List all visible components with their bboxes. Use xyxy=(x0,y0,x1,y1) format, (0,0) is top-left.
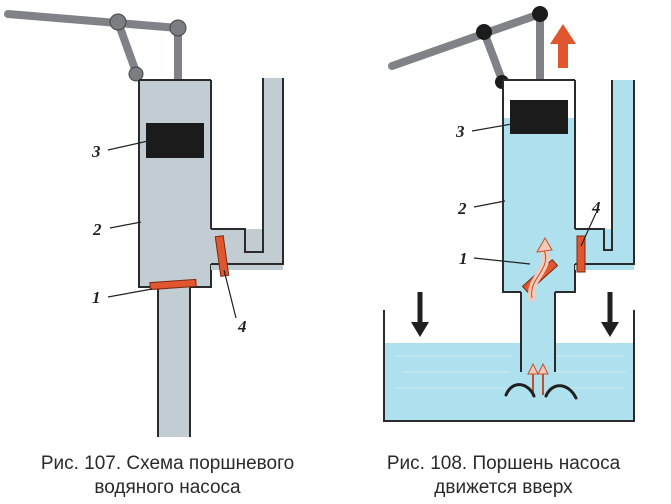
piston xyxy=(510,100,568,134)
label-1: 1 xyxy=(459,249,468,268)
lever-joint xyxy=(109,13,127,31)
piston xyxy=(146,123,204,158)
lever-joint xyxy=(128,66,144,82)
label-4: 4 xyxy=(591,198,601,217)
figure-108-piston-moving-up: 3 2 1 4 xyxy=(383,6,635,422)
inlet-pipe xyxy=(157,287,191,437)
pressure-arrow xyxy=(411,292,429,337)
water-tank xyxy=(383,310,635,422)
water-flow-arrow xyxy=(527,362,549,395)
label-2: 2 xyxy=(92,220,102,239)
pump-cylinder xyxy=(138,79,212,288)
label-4: 4 xyxy=(237,317,247,336)
figure-108-caption: Рис. 108. Поршень насоса движется вверх xyxy=(336,452,671,500)
outlet-valve xyxy=(576,235,586,273)
label-3: 3 xyxy=(455,122,465,141)
water-flow-arrow xyxy=(528,237,553,302)
pump-lever xyxy=(4,10,187,124)
inlet-pipe xyxy=(520,292,556,417)
caption-line: Рис. 107. Схема поршневого xyxy=(40,453,295,474)
outlet-valve xyxy=(214,235,230,277)
label-3: 3 xyxy=(91,142,101,161)
upward-motion-arrow xyxy=(550,24,576,68)
caption-line: движется вверх xyxy=(434,477,573,498)
lever-joint xyxy=(532,6,548,22)
inlet-valve xyxy=(149,278,197,291)
outlet-channel xyxy=(211,78,284,270)
caption-line: водяного насоса xyxy=(94,477,241,498)
pressure-arrow xyxy=(601,292,619,337)
outlet-channel xyxy=(575,80,635,270)
caption-line: Рис. 108. Поршень насоса xyxy=(386,453,621,474)
lever-joint xyxy=(169,19,187,37)
figure-107-pump-schematic: 3 2 1 4 xyxy=(4,10,284,437)
lever-joint xyxy=(476,24,492,40)
suction-curve xyxy=(544,384,578,400)
label-2: 2 xyxy=(457,199,467,218)
label-1: 1 xyxy=(92,288,101,307)
figure-107-caption: Рис. 107. Схема поршневого водяного насо… xyxy=(0,452,335,500)
suction-curve xyxy=(504,383,536,398)
